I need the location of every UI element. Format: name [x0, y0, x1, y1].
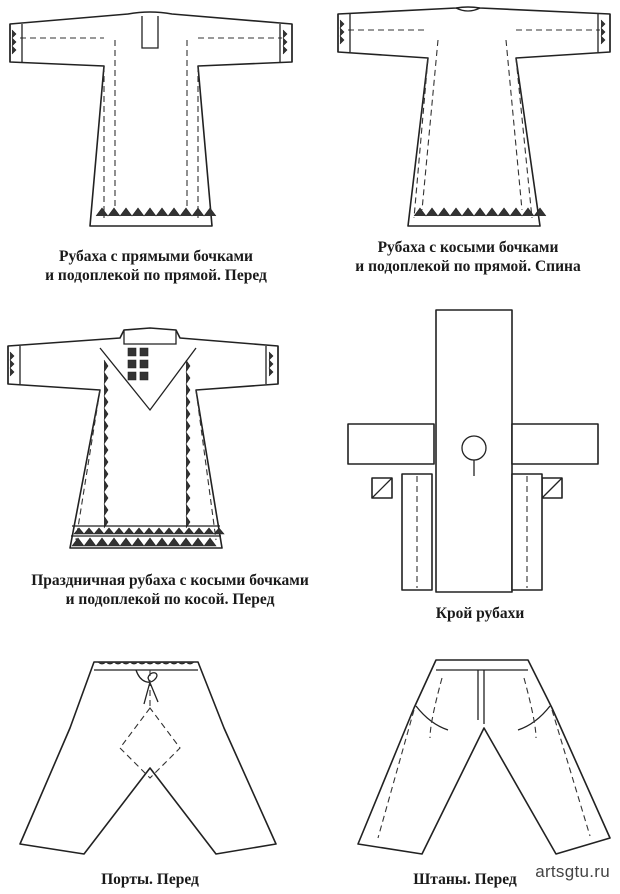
caption-line-2: и подоплекой по косой. Перед: [65, 591, 275, 608]
shirt-slanted-back-drawing: [318, 0, 620, 235]
shirt-slanted-back-caption: Рубаха с косыми бочками и подоплекой по …: [316, 238, 620, 276]
caption-line-1: Праздничная рубаха с косыми бочками: [31, 572, 309, 589]
caption-line-1: Порты. Перед: [101, 871, 199, 888]
caption-line-2: и подоплекой по прямой. Спина: [355, 258, 581, 275]
porty-front-drawing: [0, 648, 300, 858]
porty-front-caption: Порты. Перед: [60, 870, 240, 889]
caption-line-1: Штаны. Перед: [413, 871, 517, 888]
caption-line-1: Рубаха с косыми бочками: [377, 239, 559, 256]
shtany-front-caption: Штаны. Перед: [375, 870, 555, 889]
shirt-cut-layout-caption: Крой рубахи: [380, 604, 580, 623]
shtany-front-drawing: [318, 648, 620, 858]
caption-line-2: и подоплекой по прямой. Перед: [45, 267, 267, 284]
festive-shirt-front-caption: Праздничная рубаха с косыми бочками и по…: [0, 571, 340, 609]
shirt-cut-layout-drawing: [340, 300, 610, 600]
shirt-straight-front-caption: Рубаха с прямыми бочками и подоплекой по…: [8, 247, 304, 285]
caption-line-1: Крой рубахи: [435, 605, 525, 622]
shirt-straight-front-drawing: [0, 0, 300, 235]
watermark: artsgtu.ru: [535, 862, 610, 881]
caption-line-1: Рубаха с прямыми бочками: [59, 248, 253, 265]
festive-shirt-front-drawing: [0, 320, 300, 560]
